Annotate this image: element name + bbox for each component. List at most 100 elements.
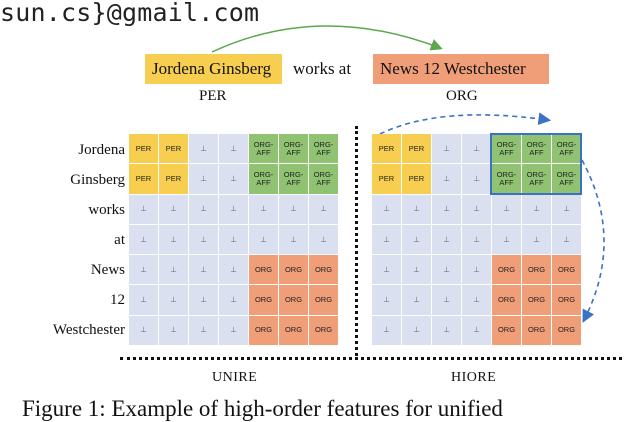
entity1-type: PER bbox=[199, 88, 227, 104]
row-label: at bbox=[114, 232, 125, 248]
matrix-cell: ⊥ bbox=[462, 285, 491, 315]
matrix-cell: ⊥ bbox=[159, 255, 188, 285]
matrix-cell: ⊥ bbox=[402, 224, 431, 255]
matrix-cell: ⊥ bbox=[402, 194, 431, 224]
matrix-cell: ⊥ bbox=[219, 194, 248, 224]
matrix-cell: ORG- AFF bbox=[492, 164, 521, 194]
matrix-cell: ORG- AFF bbox=[522, 134, 551, 164]
figure-caption: Figure 1: Example of high-order features… bbox=[22, 396, 503, 421]
matrix-cell: ORG- AFF bbox=[552, 164, 581, 194]
matrix-cell: ⊥ bbox=[219, 315, 248, 346]
matrix-cell: ORG- AFF bbox=[279, 134, 308, 164]
matrix-cell: ⊥ bbox=[402, 255, 431, 285]
matrix-cell: ⊥ bbox=[492, 194, 521, 224]
matrix-cell: ⊥ bbox=[189, 285, 218, 315]
matrix-cell: ⊥ bbox=[159, 315, 188, 346]
matrix-cell: ⊥ bbox=[189, 134, 218, 164]
matrix-cell: ⊥ bbox=[432, 224, 461, 255]
matrix-cell: ORG bbox=[309, 255, 338, 285]
matrix-cell: PER bbox=[402, 164, 431, 194]
matrix-cell: ORG- AFF bbox=[309, 134, 338, 164]
matrix-cell: ⊥ bbox=[189, 164, 218, 194]
matrix-cell: ORG bbox=[279, 285, 308, 315]
matrix-cell: ⊥ bbox=[129, 315, 158, 346]
highorder-arrow-right bbox=[581, 159, 605, 323]
matrix-cell: ⊥ bbox=[279, 194, 308, 224]
relation-arrow bbox=[211, 25, 443, 53]
center-separator bbox=[355, 126, 358, 356]
matrix-cell: ⊥ bbox=[402, 285, 431, 315]
matrix-cell: PER bbox=[372, 164, 401, 194]
matrix-cell: ⊥ bbox=[432, 285, 461, 315]
entity1-box bbox=[145, 54, 282, 84]
matrix-cell: ⊥ bbox=[249, 194, 278, 224]
matrix-cell: ⊥ bbox=[462, 315, 491, 346]
row-label: Jordena bbox=[78, 142, 125, 158]
matrix-cell: ORG bbox=[279, 315, 308, 346]
matrix-cell: ⊥ bbox=[462, 194, 491, 224]
matrix-cell: ORG- AFF bbox=[309, 164, 338, 194]
matrix-cell: ⊥ bbox=[432, 164, 461, 194]
matrix-cell: ⊥ bbox=[189, 315, 218, 346]
matrix-cell: ⊥ bbox=[159, 194, 188, 224]
row-label: Ginsberg bbox=[70, 172, 125, 188]
matrix-cell: ⊥ bbox=[522, 224, 551, 255]
matrix-cell: ORG bbox=[309, 285, 338, 315]
bottom-separator bbox=[120, 357, 622, 360]
matrix-cell: ⊥ bbox=[432, 194, 461, 224]
matrix-cell: ORG bbox=[552, 285, 581, 315]
matrix-cell: ⊥ bbox=[372, 315, 401, 346]
matrix-cell: ⊥ bbox=[372, 224, 401, 255]
matrix-cell: PER bbox=[402, 134, 431, 164]
matrix-cell: ORG bbox=[309, 315, 338, 346]
matrix-cell: ORG- AFF bbox=[249, 134, 278, 164]
entity2-type: ORG bbox=[446, 88, 478, 104]
matrix-cell: ORG- AFF bbox=[522, 164, 551, 194]
matrix-cell: ⊥ bbox=[462, 224, 491, 255]
matrix-cell: ⊥ bbox=[219, 255, 248, 285]
matrix-cell: ⊥ bbox=[159, 285, 188, 315]
matrix-cell: ORG- AFF bbox=[279, 164, 308, 194]
entity2-box bbox=[373, 54, 549, 84]
middle-text: works at bbox=[293, 59, 352, 78]
matrix-cell: ORG bbox=[279, 255, 308, 285]
author-email: sun.cs}@gmail.com bbox=[0, 0, 260, 27]
matrix-cell: ORG bbox=[522, 255, 551, 285]
entity1-text: Jordena Ginsberg bbox=[152, 59, 272, 78]
matrix-cell: ⊥ bbox=[189, 194, 218, 224]
matrix-cell: ORG bbox=[492, 315, 521, 346]
matrix-cell: ⊥ bbox=[432, 134, 461, 164]
panel-right-name: HIORE bbox=[451, 370, 496, 386]
matrix-cell: ORG bbox=[522, 315, 551, 346]
matrix-cell: ⊥ bbox=[129, 285, 158, 315]
matrix-cell: ORG bbox=[249, 285, 278, 315]
matrix-cell: ⊥ bbox=[189, 255, 218, 285]
matrix-cell: PER bbox=[129, 134, 158, 164]
highorder-arrow-top bbox=[379, 112, 552, 135]
matrix-cell: ORG bbox=[522, 285, 551, 315]
row-label: 12 bbox=[110, 292, 125, 308]
row-label: Westchester bbox=[52, 322, 125, 338]
matrix-cell: PER bbox=[129, 164, 158, 194]
entity2-text: News 12 Westchester bbox=[380, 59, 526, 78]
matrix-cell: ORG bbox=[249, 315, 278, 346]
matrix-cell: ⊥ bbox=[129, 224, 158, 255]
matrix-cell: ⊥ bbox=[309, 194, 338, 224]
matrix-cell: ⊥ bbox=[159, 224, 188, 255]
panel-right-label: HIORE bbox=[451, 370, 497, 385]
matrix-cell: ⊥ bbox=[219, 224, 248, 255]
matrix-cell: PER bbox=[159, 134, 188, 164]
matrix-cell: ⊥ bbox=[309, 224, 338, 255]
matrix-cell: ⊥ bbox=[219, 134, 248, 164]
matrix-cell: ⊥ bbox=[249, 224, 278, 255]
matrix-cell: PER bbox=[159, 164, 188, 194]
matrix-cell: ⊥ bbox=[432, 315, 461, 346]
matrix-cell: ORG- AFF bbox=[249, 164, 278, 194]
matrix-cell: ORG- AFF bbox=[552, 134, 581, 164]
matrix-cell: ⊥ bbox=[552, 224, 581, 255]
matrix-cell: ORG bbox=[552, 315, 581, 346]
matrix-cell: ⊥ bbox=[552, 194, 581, 224]
matrix-cell: ORG bbox=[492, 285, 521, 315]
